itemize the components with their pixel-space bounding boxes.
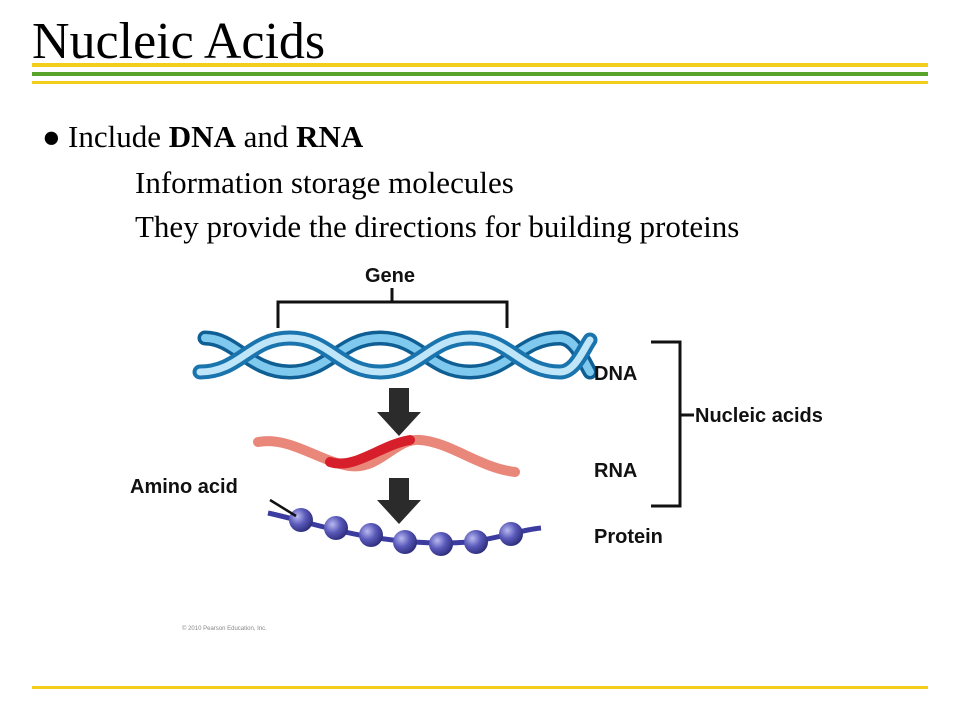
amino-acid-label: Amino acid xyxy=(130,476,238,498)
sub-point-directions: They provide the directions for building… xyxy=(135,209,740,244)
gene-bracket xyxy=(276,288,509,328)
title-rule-yellow-lower xyxy=(32,81,928,84)
nucleic-acids-label: Nucleic acids xyxy=(695,405,823,427)
amino-acid-bead xyxy=(464,530,488,554)
down-arrow-icon xyxy=(377,388,421,436)
bullet-text-2: and xyxy=(235,119,297,154)
footer-rule xyxy=(32,686,928,689)
gene-label: Gene xyxy=(365,265,415,287)
amino-acid-bead xyxy=(359,523,383,547)
slide-title: Nucleic Acids xyxy=(32,13,326,70)
bullet-icon: ● xyxy=(42,119,61,154)
rna-strand xyxy=(253,435,520,477)
amino-acid-bead xyxy=(324,516,348,540)
amino-acid-pointer xyxy=(269,498,297,518)
amino-acid-bead xyxy=(289,508,313,532)
protein-label: Protein xyxy=(594,526,663,548)
copyright-credit: © 2010 Pearson Education, Inc. xyxy=(182,625,267,632)
protein-chain xyxy=(267,508,542,556)
bullet-text-1: Include xyxy=(68,119,169,154)
down-arrow-icon xyxy=(377,478,421,524)
bullet-bold-dna: DNA xyxy=(168,119,236,154)
nucleic-acids-bracket xyxy=(651,340,694,508)
amino-acid-bead xyxy=(429,532,453,556)
bullet-point: ●Include DNA and RNA xyxy=(42,117,363,157)
amino-acid-bead xyxy=(499,522,523,546)
title-rule-yellow xyxy=(32,63,928,67)
amino-acid-bead xyxy=(393,530,417,554)
rna-label: RNA xyxy=(594,460,637,482)
bullet-bold-rna: RNA xyxy=(296,119,364,154)
title-rule-green xyxy=(32,72,928,76)
dna-helix xyxy=(192,330,598,380)
dna-label: DNA xyxy=(594,363,637,385)
sub-point-storage: Information storage molecules xyxy=(135,165,514,200)
